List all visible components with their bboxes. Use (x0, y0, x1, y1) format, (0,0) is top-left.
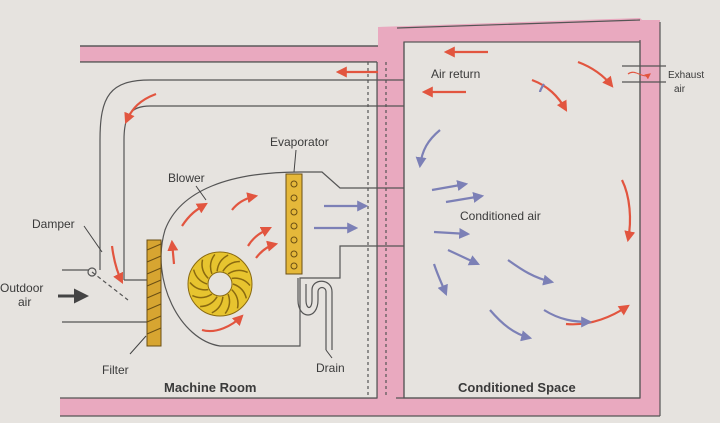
cool-airflow-arrows (314, 83, 593, 342)
warm-airflow-arrows (110, 46, 636, 333)
filter-hatching (146, 243, 162, 335)
partition-wall (377, 46, 397, 400)
fan-blade (192, 269, 208, 285)
fan-blade (216, 254, 229, 272)
damper-label: Damper (32, 217, 75, 231)
building-walls (60, 18, 661, 417)
filter (146, 239, 162, 347)
fan-blade (211, 296, 224, 314)
blower-label: Blower (168, 171, 205, 185)
fan-blade (224, 293, 231, 315)
right-wall (640, 20, 660, 404)
evaporator-label: Evaporator (270, 135, 329, 149)
air-handler (62, 171, 404, 350)
bottom-wall (60, 398, 660, 416)
fan-blade (231, 277, 251, 287)
drain-pipe (297, 278, 333, 350)
fan-blade (232, 283, 248, 299)
fan-blade (209, 253, 216, 275)
outdoor-air-label-2: air (18, 295, 31, 309)
air-return-label: Air return (431, 67, 480, 81)
leader-lines (83, 149, 333, 359)
exhaust-air-label-1: Exhaust (668, 70, 704, 81)
evaporator-tubes (290, 180, 298, 270)
fan-blade (227, 269, 248, 275)
exhaust-air-label-2: air (674, 84, 686, 95)
fan-blade (200, 296, 218, 308)
conditioned-space-label: Conditioned Space (458, 380, 576, 395)
outdoor-air-label-1: Outdoor (0, 281, 43, 295)
fan-blade (192, 293, 213, 299)
fan-blade (201, 259, 209, 279)
evaporator-coil (285, 173, 303, 275)
filter-label: Filter (102, 363, 129, 377)
machine-room-label: Machine Room (164, 380, 256, 395)
conditioned-air-label: Conditioned air (460, 209, 541, 223)
exhaust-vent (622, 65, 666, 83)
drain-label: Drain (316, 361, 345, 375)
blower-fan (187, 251, 253, 317)
fan-blade (231, 289, 239, 309)
fan-blade (189, 281, 209, 291)
fan-blade (222, 260, 240, 272)
